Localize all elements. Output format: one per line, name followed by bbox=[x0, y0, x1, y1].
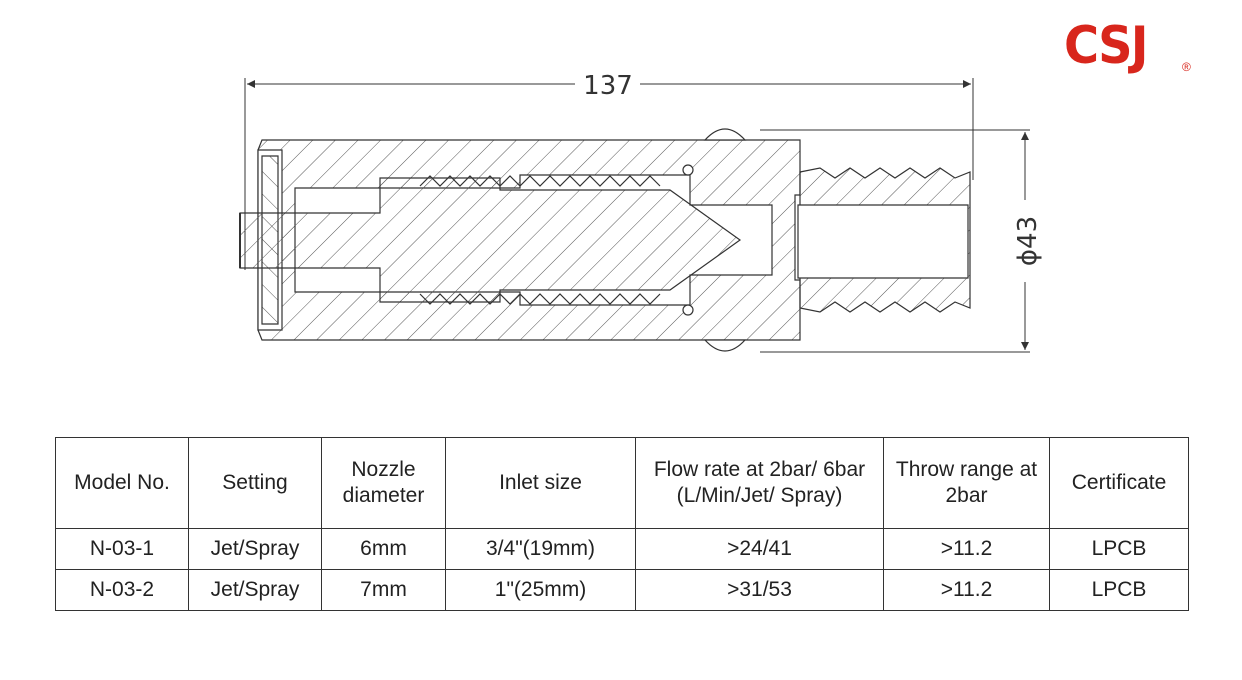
length-dimension-label: 137 bbox=[583, 71, 633, 101]
nozzle-cross-section-drawing: 137 ϕ43 bbox=[239, 71, 1043, 353]
diameter-dimension: ϕ43 bbox=[760, 129, 1043, 353]
brand-logo: CSJ ® bbox=[1064, 14, 1204, 84]
cell-throw-range: >11.2 bbox=[883, 569, 1050, 611]
cell-nozzle-diameter: 7mm bbox=[321, 569, 446, 611]
spec-table: Model No. Setting Nozzle diameter Inlet … bbox=[55, 437, 1189, 611]
header-nozzle-diameter: Nozzle diameter bbox=[321, 437, 446, 529]
header-certificate: Certificate bbox=[1049, 437, 1189, 529]
header-setting: Setting bbox=[188, 437, 322, 529]
cell-model-no: N-03-2 bbox=[55, 569, 189, 611]
cell-throw-range: >11.2 bbox=[883, 528, 1050, 570]
cell-certificate: LPCB bbox=[1049, 569, 1189, 611]
nozzle-body bbox=[239, 128, 971, 352]
cell-nozzle-diameter: 6mm bbox=[321, 528, 446, 570]
table-row: N-03-1 Jet/Spray 6mm 3/4"(19mm) >24/41 >… bbox=[55, 528, 1189, 570]
registered-mark: ® bbox=[1182, 60, 1191, 74]
header-model-no: Model No. bbox=[55, 437, 189, 529]
table-header-row: Model No. Setting Nozzle diameter Inlet … bbox=[55, 437, 1189, 529]
cell-inlet-size: 1"(25mm) bbox=[445, 569, 636, 611]
cell-flow-rate: >31/53 bbox=[635, 569, 884, 611]
diameter-dimension-label: ϕ43 bbox=[1013, 216, 1043, 266]
cell-model-no: N-03-1 bbox=[55, 528, 189, 570]
logo-text: CSJ bbox=[1064, 16, 1149, 76]
length-dimension: 137 bbox=[244, 71, 974, 270]
cell-setting: Jet/Spray bbox=[188, 569, 322, 611]
header-throw-range: Throw range at 2bar bbox=[883, 437, 1050, 529]
cell-setting: Jet/Spray bbox=[188, 528, 322, 570]
cell-certificate: LPCB bbox=[1049, 528, 1189, 570]
cell-flow-rate: >24/41 bbox=[635, 528, 884, 570]
cell-inlet-size: 3/4"(19mm) bbox=[445, 528, 636, 570]
header-flow-rate: Flow rate at 2bar/ 6bar (L/Min/Jet/ Spra… bbox=[635, 437, 884, 529]
header-inlet-size: Inlet size bbox=[445, 437, 636, 529]
table-row: N-03-2 Jet/Spray 7mm 1"(25mm) >31/53 >11… bbox=[55, 569, 1189, 611]
